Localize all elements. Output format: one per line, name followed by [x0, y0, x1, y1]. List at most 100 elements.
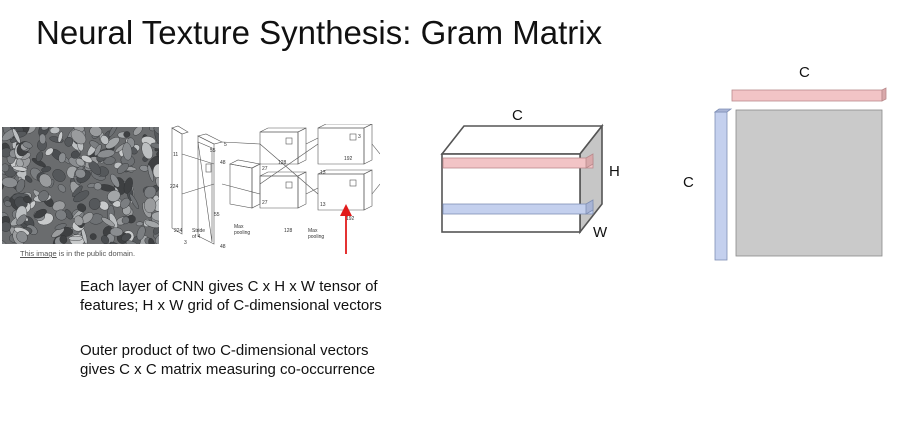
- tensor-label-c: C: [512, 107, 523, 124]
- pebble: [89, 127, 103, 137]
- pebble: [3, 200, 12, 207]
- pebble: [105, 136, 120, 150]
- tensor-label-h: H: [609, 163, 620, 180]
- pebble: [155, 233, 159, 244]
- pebble: [108, 127, 119, 138]
- cnn-label-stride: Stride: [192, 228, 205, 234]
- pebble: [73, 215, 84, 226]
- cnn-label-5: 5: [224, 142, 227, 148]
- cnn-label-3: 3: [184, 240, 187, 246]
- pebble: [41, 166, 52, 173]
- pebble: [109, 227, 124, 237]
- image-credit-link[interactable]: This image: [20, 249, 57, 258]
- pebble: [122, 142, 133, 161]
- pebble: [41, 127, 50, 131]
- pebble: [121, 233, 132, 242]
- pebble: [2, 163, 10, 173]
- text-line: Each layer of CNN gives C x H x W tensor…: [80, 278, 378, 295]
- gram-matrix-square: [735, 109, 883, 257]
- pebble: [39, 173, 52, 188]
- cnn-label-maxpool2b: pooling: [308, 234, 324, 240]
- cnn-label-maxpool1: Max: [234, 224, 244, 230]
- pebble: [155, 176, 159, 188]
- image-credit-text: is in the public domain.: [56, 249, 136, 258]
- blue-feature-vector: [442, 199, 594, 215]
- pebble: [49, 127, 61, 134]
- feature-tensor-diagram: [440, 123, 604, 235]
- pebble: [58, 152, 67, 164]
- pebble: [135, 221, 144, 227]
- pebble: [101, 217, 115, 227]
- gram-label-c-top: C: [799, 64, 810, 81]
- pebble: [156, 149, 159, 158]
- pebble: [93, 182, 102, 191]
- pebble: [151, 211, 159, 222]
- blue-column-vector: [713, 108, 733, 261]
- text-line: Outer product of two C-dimensional vecto…: [80, 342, 369, 359]
- pebble: [110, 173, 120, 188]
- gram-label-c-left: C: [683, 174, 694, 191]
- pebble: [39, 133, 47, 145]
- pebble: [12, 165, 28, 172]
- pebble: [16, 231, 28, 243]
- cnn-label-192b: 192: [346, 216, 355, 222]
- pebble: [57, 131, 63, 143]
- pebble: [51, 227, 65, 238]
- pebble: [94, 144, 102, 157]
- pink-row-vector: [731, 87, 887, 102]
- pebble: [121, 216, 130, 225]
- cnn-label-13b: 13: [320, 202, 326, 208]
- pebble-texture-image: [2, 127, 159, 244]
- pebble: [123, 131, 131, 138]
- pebble: [100, 135, 109, 145]
- pebble: [147, 164, 154, 182]
- pebble: [75, 168, 86, 179]
- pebble: [24, 175, 33, 183]
- cnn-label-11: 11: [173, 152, 178, 158]
- pebble: [59, 235, 68, 244]
- pebble: [144, 220, 159, 229]
- tensor-top-face: [440, 125, 604, 155]
- pebble: [133, 127, 143, 136]
- pebble: [153, 127, 159, 136]
- pebble: [54, 223, 67, 230]
- pebble: [81, 154, 93, 164]
- pebble: [148, 237, 155, 244]
- pebble: [23, 195, 32, 204]
- text-line: gives C x C matrix measuring co-occurren…: [80, 361, 376, 378]
- pebble: [68, 235, 83, 241]
- pebble: [52, 169, 66, 182]
- pebble: [143, 185, 157, 199]
- pebble: [89, 233, 97, 240]
- pebble: [64, 136, 74, 147]
- pink-feature-vector: [442, 153, 594, 169]
- explanation-paragraph-1: Each layer of CNN gives C x H x W tensor…: [80, 277, 500, 315]
- cnn-architecture-diagram: 224 224 3 11 Stride of 4 55 55 48 48 5 M…: [170, 124, 380, 254]
- cnn-label-224a: 224: [170, 184, 179, 190]
- pebble: [35, 151, 44, 162]
- pebble: [117, 163, 129, 174]
- cnn-label-maxpool1b: pooling: [234, 230, 250, 236]
- pebble: [38, 190, 49, 202]
- pebble: [73, 190, 90, 203]
- cnn-label-27a: 27: [262, 166, 268, 172]
- cnn-label-128a: 128: [278, 160, 287, 166]
- pebble: [34, 208, 47, 219]
- pebble: [12, 128, 21, 144]
- cnn-label-27b: 27: [262, 200, 268, 206]
- cnn-label-13a: 13: [320, 170, 326, 176]
- pebble: [2, 177, 18, 188]
- pebble: [77, 203, 87, 212]
- cnn-label-224b: 224: [174, 228, 183, 234]
- pebble: [55, 209, 67, 221]
- pebble: [107, 190, 121, 202]
- red-arrow-icon: [340, 204, 352, 254]
- page-title: Neural Texture Synthesis: Gram Matrix: [36, 14, 603, 51]
- pebble: [123, 177, 133, 194]
- pebble: [141, 142, 153, 160]
- gram-matrix-diagram: [713, 87, 887, 261]
- cnn-label-128b: 128: [284, 228, 293, 234]
- pebble: [2, 221, 11, 232]
- cnn-label-48b: 48: [220, 244, 226, 250]
- cnn-label-48a: 48: [220, 160, 226, 166]
